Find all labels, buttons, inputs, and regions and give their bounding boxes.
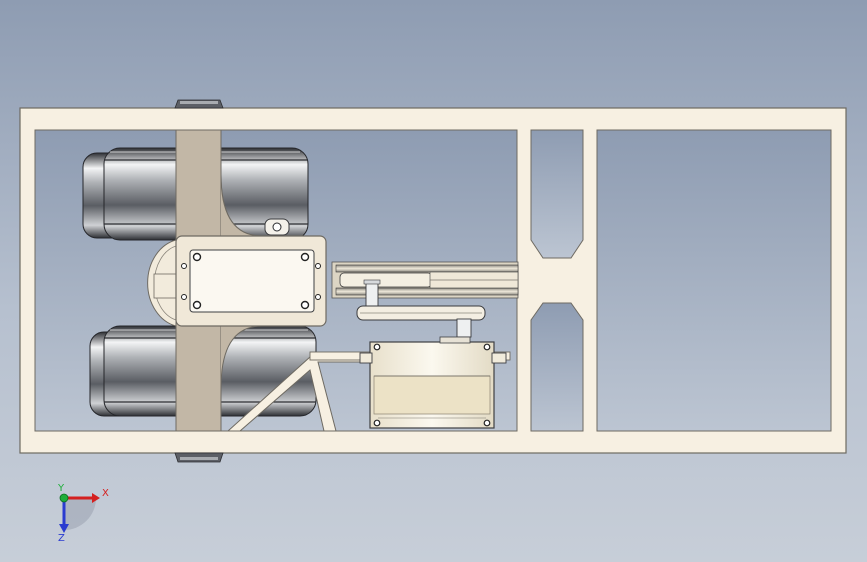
x-axis-label: X <box>102 488 109 499</box>
motor-screw-tr <box>483 343 491 351</box>
servo-motor[interactable] <box>359 336 507 429</box>
drive-shaft-short <box>363 279 381 307</box>
hub-cap-top <box>174 99 224 109</box>
mounting-bracket[interactable] <box>175 235 327 327</box>
motor-screw-bl <box>373 419 381 427</box>
bearing-upper <box>264 218 290 236</box>
coordinate-triad: X Y Z <box>57 483 109 544</box>
triad-shadow <box>64 498 96 530</box>
y-axis-dot <box>59 493 69 503</box>
motor-screw-br <box>483 419 491 427</box>
motor-screw-tl <box>373 343 381 351</box>
belt-linkage[interactable] <box>331 261 519 299</box>
frame-opening-middle-top <box>530 129 584 259</box>
servo-output-shaft <box>456 318 472 338</box>
frame-opening-middle-bottom <box>530 302 584 432</box>
frame-opening-right <box>596 129 832 432</box>
y-axis-label: Y <box>57 483 65 494</box>
bracket-screws <box>181 252 321 310</box>
z-axis-label: Z <box>58 533 65 544</box>
servo-arm[interactable] <box>356 305 486 321</box>
x-arrow-head <box>92 493 100 503</box>
bracket-window <box>189 249 315 313</box>
hub-cap-bottom <box>174 452 224 463</box>
z-arrow-head <box>59 524 69 533</box>
